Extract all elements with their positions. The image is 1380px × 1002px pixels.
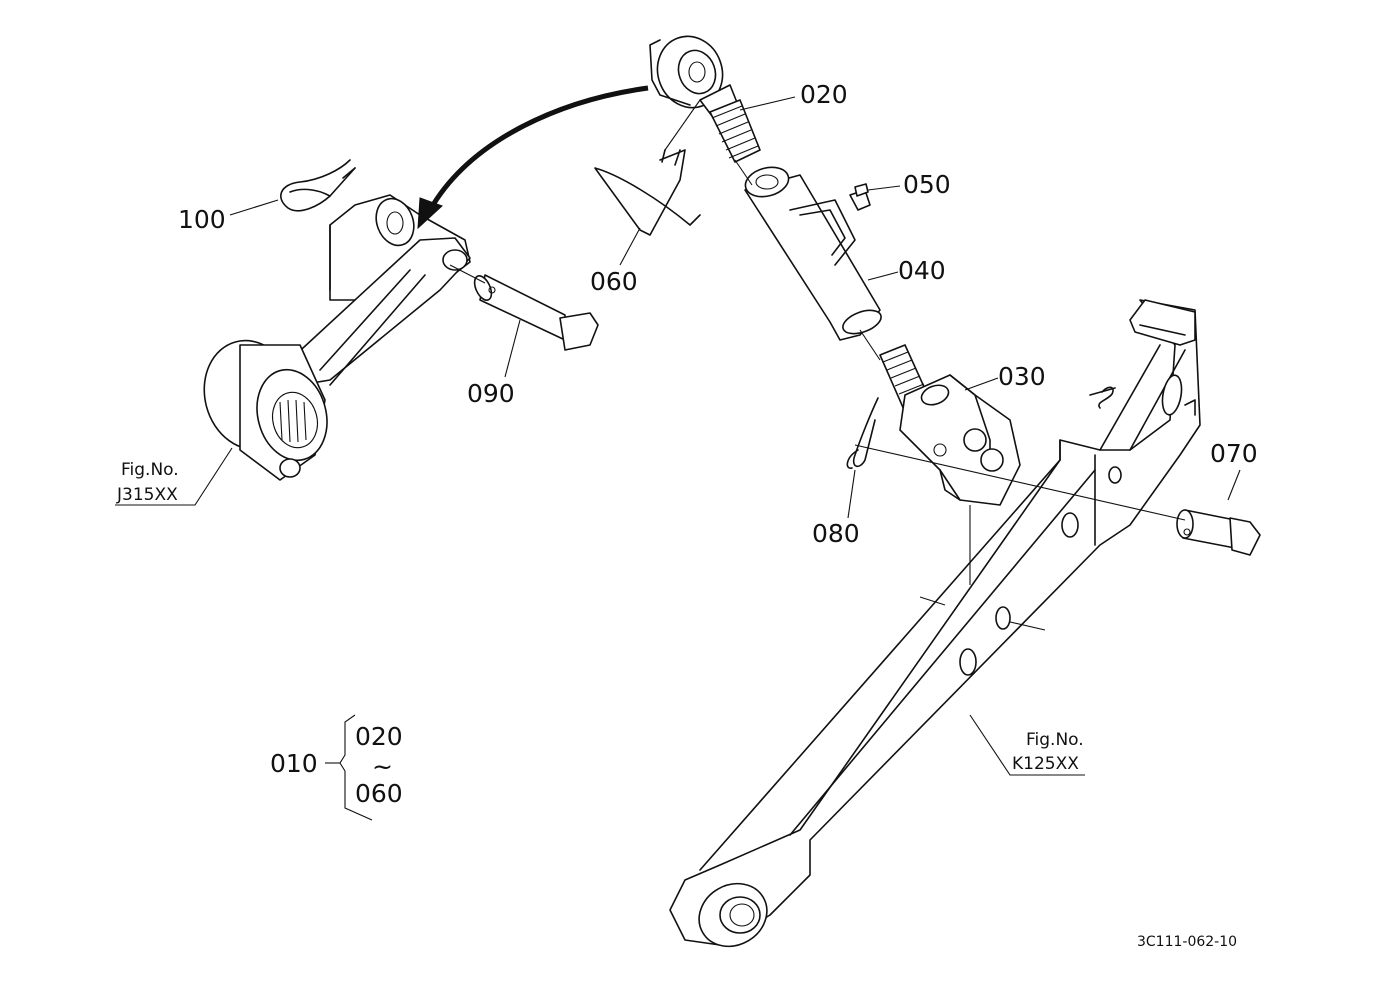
alignment-lines <box>664 99 1186 631</box>
direction-arrow <box>417 85 649 230</box>
tube-040 <box>744 166 882 341</box>
callout-050: 050 <box>903 170 951 199</box>
leader-100 <box>229 199 279 216</box>
leader-right-fig <box>969 714 1085 776</box>
left-fig-code: J315XX <box>116 485 178 505</box>
assembly-range-start: 020 <box>355 722 403 751</box>
leader-030 <box>964 377 999 391</box>
lift-arm <box>203 194 471 481</box>
clevis-030 <box>879 344 1021 506</box>
drawing-code: 3C111-062-10 <box>1137 934 1237 950</box>
callout-030: 030 <box>998 362 1046 391</box>
leader-left-fig <box>115 447 233 506</box>
lower-link <box>669 299 1201 948</box>
pin-090 <box>449 264 599 351</box>
callout-040: 040 <box>898 256 946 285</box>
link-end-020 <box>649 35 761 163</box>
clip-060 <box>594 149 701 236</box>
callout-080: 080 <box>812 519 860 548</box>
callout-020: 020 <box>800 80 848 109</box>
clip-100 <box>280 159 356 212</box>
callout-060: 060 <box>590 267 638 296</box>
assembly-range-sep: ~ <box>372 752 393 781</box>
callout-090: 090 <box>467 379 515 408</box>
leader-050 <box>867 185 901 191</box>
right-fig-label: Fig.No. <box>1026 730 1084 750</box>
left-fig-label: Fig.No. <box>121 460 179 480</box>
leader-020 <box>739 96 796 111</box>
nipple-050 <box>849 183 871 211</box>
pin-070 <box>1176 509 1261 556</box>
leader-060 <box>619 227 641 266</box>
leader-070 <box>1227 469 1241 501</box>
leader-090 <box>504 319 521 378</box>
clip-080 <box>846 397 879 469</box>
leader-040 <box>867 271 899 281</box>
assembly-group: 010 020 ~ 060 <box>270 714 403 821</box>
leader-080 <box>847 469 856 519</box>
callout-100: 100 <box>178 205 226 234</box>
assembly-main: 010 <box>270 749 318 778</box>
right-fig-code: K125XX <box>1012 754 1079 774</box>
assembly-range-end: 060 <box>355 779 403 808</box>
callout-070: 070 <box>1210 439 1258 468</box>
thread-020 <box>709 99 761 163</box>
